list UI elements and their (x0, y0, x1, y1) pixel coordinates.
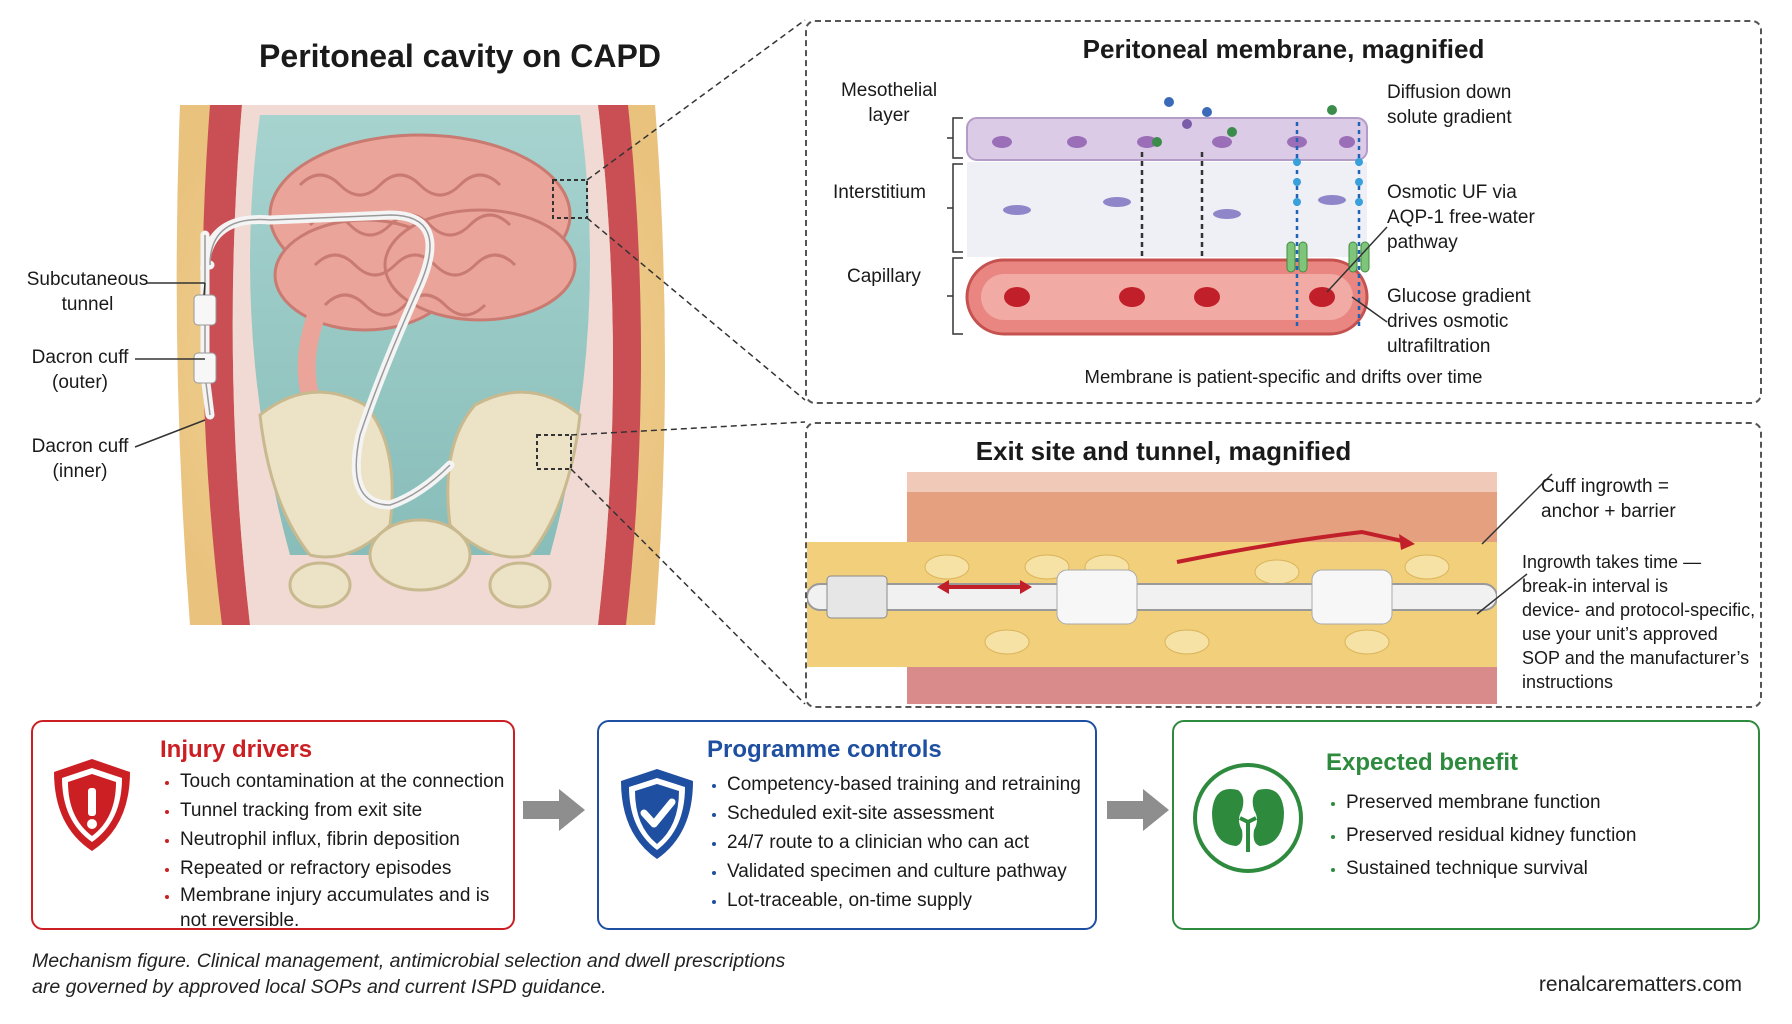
diffusion-arrows (1140, 152, 1204, 260)
figure-caption: Mechanism figure. Clinical management, a… (32, 950, 786, 998)
card-benefit-title: Expected benefit (1326, 749, 1519, 776)
list-item: Tunnel tracking from exit site (180, 800, 423, 821)
mesothelial-cells (966, 117, 1368, 161)
motion-arrow-head-right (1020, 580, 1032, 594)
card-controls-title: Programme controls (707, 736, 942, 763)
arrow-right-icon (523, 789, 585, 831)
list-item: Touch contamination at the connection (180, 771, 505, 792)
list-item: Validated specimen and culture pathway (727, 861, 1067, 882)
outer-cuff (193, 294, 217, 326)
card-injury-title: Injury drivers (160, 736, 313, 763)
note-cuff-ingrowth: Cuff ingrowth =anchor + barrier (1541, 476, 1676, 522)
label-capillary: Capillary (847, 266, 921, 287)
card-injury-drivers: Injury drivers Touch contamination at th… (31, 720, 515, 931)
warning-shield-icon (54, 759, 130, 851)
list-item: Lot-traceable, on-time supply (727, 890, 973, 911)
mesothelial-nuclei (992, 136, 1355, 148)
card-programme-controls: Programme controls Competency-based trai… (597, 720, 1097, 930)
tracking-arrow-head (1399, 534, 1415, 550)
injury-list: Touch contamination at the connection Tu… (160, 767, 520, 933)
controls-list: Competency-based training and retraining… (707, 770, 1097, 915)
water-flow-arrows (1295, 122, 1361, 327)
exit-site-illustration (807, 472, 1497, 704)
site-credit: renalcarematters.com (1538, 973, 1742, 996)
peritoneal-cavity-illustration (176, 105, 665, 625)
list-item: Preserved membrane function (1346, 792, 1601, 813)
note-ingrowth-time: Ingrowth takes time —break-in interval i… (1522, 552, 1756, 692)
motion-arrow-head-left (937, 580, 949, 594)
cavity-title: Peritoneal cavity on CAPD (259, 38, 661, 74)
list-item: Membrane injury accumulates and is not r… (180, 885, 490, 931)
capillary-lumen (981, 274, 1353, 320)
list-item: 24/7 route to a clinician who can act (727, 832, 1030, 853)
connector (826, 575, 888, 619)
kidneys-icon (1193, 763, 1303, 873)
membrane-illustration (947, 97, 1370, 336)
solute-molecules (1152, 97, 1337, 147)
label-interstitium: Interstitium (833, 182, 926, 203)
membrane-footer: Membrane is patient-specific and drifts … (1084, 366, 1483, 387)
list-item: Sustained technique survival (1346, 858, 1588, 879)
membrane-panel: Peritoneal membrane, magnified Mesotheli… (805, 20, 1762, 404)
list-item: Neutrophil influx, fibrin deposition (180, 829, 460, 850)
benefit-list: Preserved membrane function Preserved re… (1326, 786, 1756, 885)
interstitium-matrix (967, 162, 1367, 257)
exit-site-title: Exit site and tunnel, magnified (975, 436, 1352, 466)
card-expected-benefit: Expected benefit Preserved membrane func… (1172, 720, 1760, 930)
inner-cuff (193, 352, 217, 384)
list-item: Repeated or refractory episodes (180, 858, 452, 879)
list-item: Competency-based training and retraining (727, 774, 1081, 795)
red-blood-cells (1004, 287, 1335, 307)
tracking-arrow (1176, 529, 1408, 564)
catheter-segment (807, 583, 1497, 611)
note-pointers (1326, 226, 1388, 323)
label-outer-cuff: Dacron cuff(outer) (31, 347, 129, 393)
list-item: Preserved residual kidney function (1346, 825, 1637, 846)
exit-note-pointers (1476, 473, 1553, 615)
right-abdominal-muscle (598, 105, 642, 625)
skin-layer (907, 492, 1497, 542)
check-shield-icon (621, 769, 693, 859)
list-item: Scheduled exit-site assessment (727, 803, 995, 824)
membrane-title: Peritoneal membrane, magnified (1082, 34, 1485, 64)
label-inner-cuff: Dacron cuff(inner) (31, 436, 129, 482)
inner-dacron-cuff (1311, 569, 1393, 625)
water-molecules (1293, 158, 1363, 206)
fibroblasts (1003, 195, 1346, 219)
membrane-zoom-box (552, 179, 588, 219)
muscle-layer (907, 667, 1497, 704)
arrow-right-icon (1107, 789, 1169, 831)
outer-dacron-cuff (1056, 569, 1138, 625)
exit-site-zoom-box (536, 434, 572, 470)
exit-site-panel: Exit site and tunnel, magnified Cuff ing… (805, 422, 1762, 708)
